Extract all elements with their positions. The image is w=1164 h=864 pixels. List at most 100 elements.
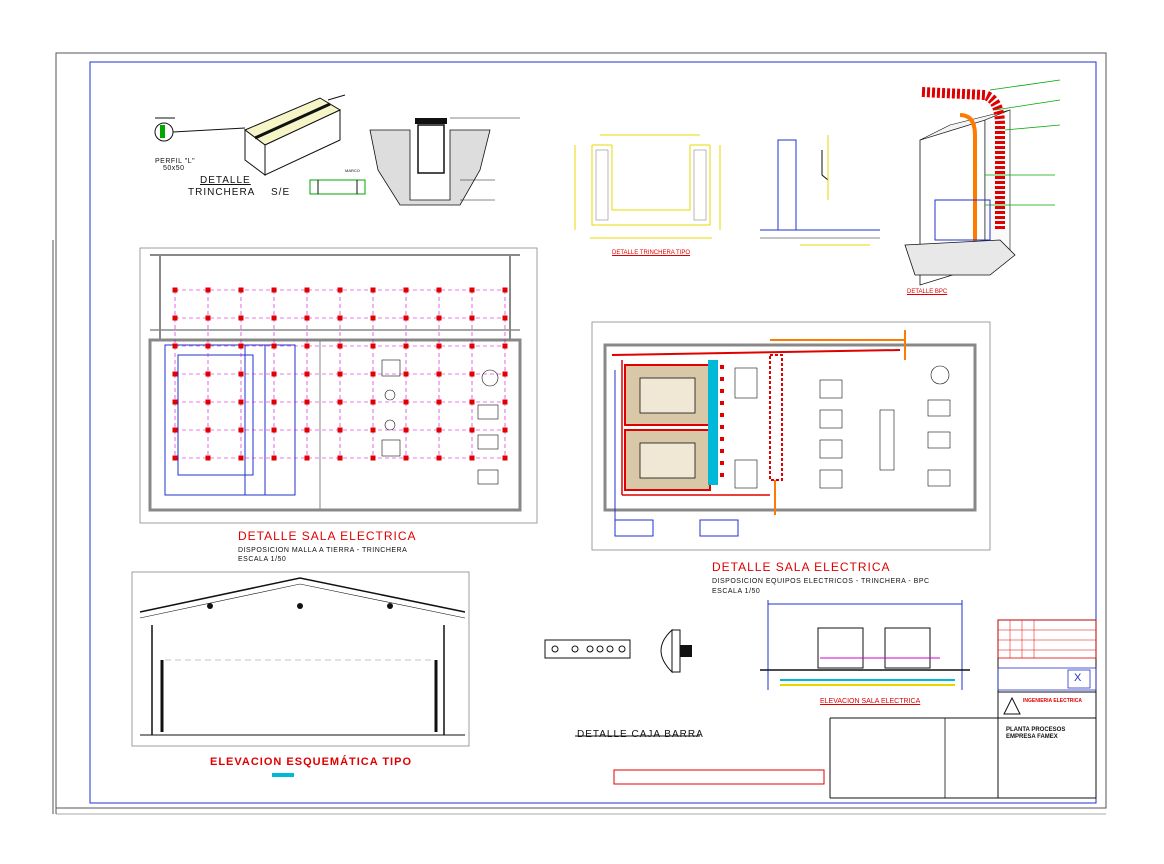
grid-node bbox=[403, 399, 409, 405]
perfil-detail bbox=[760, 135, 880, 246]
grid-node bbox=[337, 371, 343, 377]
grid-node bbox=[304, 371, 310, 377]
sala-malla-subtitle: DISPOSICION MALLA A TIERRA - TRINCHERA bbox=[238, 547, 408, 554]
bpc-3d-detail bbox=[904, 79, 1061, 286]
grid-node bbox=[337, 427, 343, 433]
sala-malla-scale: ESCALA 1/50 bbox=[238, 556, 287, 563]
grid-node bbox=[304, 399, 310, 405]
grid-node bbox=[502, 371, 508, 377]
sala-equipos-plan bbox=[591, 321, 991, 551]
grid-node bbox=[370, 343, 376, 349]
grid-node bbox=[172, 455, 178, 461]
grid-node bbox=[271, 455, 277, 461]
elevacion-sala-title: ELEVACION SALA ELECTRICA bbox=[820, 698, 921, 705]
sala-equipos-legends bbox=[614, 519, 739, 537]
inner-frame bbox=[89, 61, 1097, 804]
grid-node bbox=[370, 399, 376, 405]
grid-node bbox=[370, 371, 376, 377]
title-block-discipline: INGENIERIA ELECTRICA bbox=[1023, 698, 1082, 704]
grid-node bbox=[304, 287, 310, 293]
grid-node bbox=[172, 343, 178, 349]
trinchera-tipo-title: DETALLE TRINCHERA TIPO bbox=[612, 250, 691, 256]
grid-node bbox=[271, 315, 277, 321]
grid-node bbox=[436, 427, 442, 433]
revision-mark: X bbox=[1074, 672, 1082, 684]
grid-node bbox=[172, 287, 178, 293]
grid-node bbox=[370, 455, 376, 461]
sala-malla-equipment bbox=[381, 359, 499, 485]
grid-node bbox=[304, 455, 310, 461]
grid-node bbox=[238, 399, 244, 405]
bus-node bbox=[720, 389, 724, 393]
perfil-size: 50x50 bbox=[163, 165, 185, 172]
grid-node bbox=[403, 315, 409, 321]
grid-node bbox=[403, 455, 409, 461]
perfil-label: PERFIL "L" bbox=[155, 158, 196, 165]
bus-node bbox=[720, 365, 724, 369]
grid-node bbox=[469, 287, 475, 293]
sala-malla-plan bbox=[139, 247, 538, 524]
grid-node bbox=[238, 315, 244, 321]
grid-node bbox=[337, 287, 343, 293]
elevacion-tipo-title: ELEVACION ESQUEMÁTICA TIPO bbox=[210, 756, 413, 768]
trinchera-tipo-detail bbox=[574, 134, 721, 239]
grid-node bbox=[238, 455, 244, 461]
grid-node bbox=[238, 343, 244, 349]
grid-node bbox=[304, 315, 310, 321]
detalle-trinchera-title-2: TRINCHERA bbox=[188, 187, 256, 198]
trinchera-section: MARCO bbox=[309, 117, 520, 206]
grid-node bbox=[271, 371, 277, 377]
caja-barra-title: DETALLE CAJA BARRA bbox=[577, 729, 704, 740]
grid-node bbox=[469, 427, 475, 433]
title-block bbox=[829, 619, 1097, 799]
grid-node bbox=[205, 343, 211, 349]
sala-malla-title: DETALLE SALA ELECTRICA bbox=[238, 529, 417, 543]
svg-text:MARCO: MARCO bbox=[345, 168, 360, 173]
grid-node bbox=[469, 399, 475, 405]
grid-node bbox=[304, 343, 310, 349]
grid-node bbox=[337, 343, 343, 349]
grid-node bbox=[502, 399, 508, 405]
sala-equipos-subtitle: DISPOSICION EQUIPOS ELECTRICOS - TRINCHE… bbox=[712, 578, 930, 585]
grid-node bbox=[271, 287, 277, 293]
grid-node bbox=[238, 287, 244, 293]
grid-node bbox=[337, 455, 343, 461]
grid-node bbox=[172, 371, 178, 377]
grid-node bbox=[271, 343, 277, 349]
grid-node bbox=[370, 315, 376, 321]
grid-node bbox=[271, 427, 277, 433]
grid-node bbox=[403, 427, 409, 433]
grid-node bbox=[502, 343, 508, 349]
grid-node bbox=[436, 399, 442, 405]
bus-node bbox=[720, 473, 724, 477]
grid-node bbox=[403, 371, 409, 377]
grid-node bbox=[469, 371, 475, 377]
outer-frame bbox=[55, 52, 1107, 809]
grid-node bbox=[502, 287, 508, 293]
grid-node bbox=[502, 455, 508, 461]
bus-node bbox=[720, 413, 724, 417]
grid-node bbox=[172, 315, 178, 321]
grid-node bbox=[370, 427, 376, 433]
sala-equipos-title: DETALLE SALA ELECTRICA bbox=[712, 560, 891, 574]
grid-node bbox=[172, 427, 178, 433]
grid-node bbox=[205, 427, 211, 433]
sala-equipos-scale: ESCALA 1/50 bbox=[712, 588, 761, 595]
grid-node bbox=[436, 455, 442, 461]
grid-node bbox=[205, 399, 211, 405]
grid-node bbox=[238, 427, 244, 433]
notes-box bbox=[613, 769, 825, 785]
grid-node bbox=[271, 399, 277, 405]
grid-node bbox=[205, 455, 211, 461]
bpc-title: DETALLE BPC bbox=[907, 289, 948, 295]
grid-node bbox=[403, 343, 409, 349]
detalle-trinchera-scale: S/E bbox=[271, 187, 291, 198]
bus-node bbox=[720, 461, 724, 465]
grid-node bbox=[469, 343, 475, 349]
elevacion-esquematica bbox=[131, 571, 470, 777]
grid-node bbox=[205, 371, 211, 377]
grid-node bbox=[469, 455, 475, 461]
trinchera-tipo-grey bbox=[595, 149, 707, 221]
grid-node bbox=[502, 315, 508, 321]
